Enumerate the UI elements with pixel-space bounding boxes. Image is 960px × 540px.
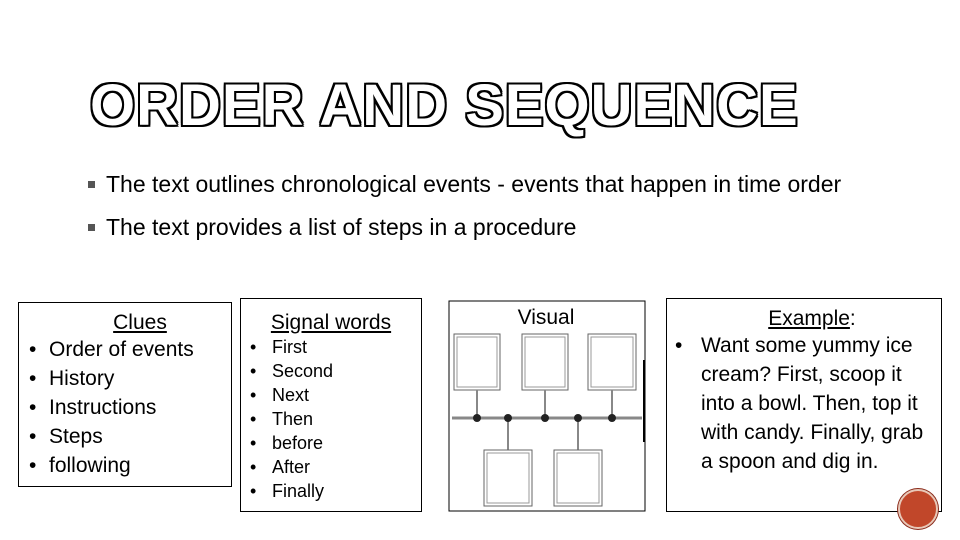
slide-badge-icon xyxy=(898,489,938,529)
visual-box: Visual xyxy=(448,300,648,520)
signal-word-text: before xyxy=(272,433,324,453)
top-box-group xyxy=(453,333,637,391)
bullet-dot-icon: • xyxy=(675,334,683,357)
bullet-dot-icon: • xyxy=(250,361,257,381)
square-bullet-icon xyxy=(88,224,95,231)
signal-word-text: Then xyxy=(272,409,314,429)
list-item: • before xyxy=(241,431,421,455)
signal-word-text: After xyxy=(272,457,311,477)
bullet-text: The text outlines chronological events -… xyxy=(106,171,842,197)
example-box: Example: • Want some yummy ice cream? Fi… xyxy=(666,298,942,512)
bottom-box-group xyxy=(483,449,603,507)
list-item: • History xyxy=(19,364,231,393)
signal-word-text: Finally xyxy=(272,481,325,501)
visual-frame xyxy=(448,300,646,512)
visual-heading: Visual xyxy=(517,306,575,329)
bullet-dot-icon: • xyxy=(250,433,257,453)
list-item: • After xyxy=(241,455,421,479)
clues-list: •Order of events •History •Instructions … xyxy=(19,335,231,480)
list-item: • Finally xyxy=(241,479,421,503)
example-heading: Example: xyxy=(667,307,941,331)
list-item: • Instructions xyxy=(19,393,231,422)
list-item: • Order of events xyxy=(19,335,231,364)
bullet-dot-icon: • xyxy=(250,337,257,357)
clue-text: History xyxy=(49,367,115,390)
bullet-item: The text outlines chronological events -… xyxy=(88,170,868,199)
list-item: • Then xyxy=(241,407,421,431)
bullet-dot-icon: • xyxy=(250,385,257,405)
timeline-dot xyxy=(541,414,549,422)
timeline-box xyxy=(521,333,569,391)
bullet-dot-icon: • xyxy=(250,481,257,501)
timeline-box xyxy=(587,333,637,391)
clues-heading: Clues xyxy=(113,311,167,334)
timeline-box-inner xyxy=(486,452,530,504)
timeline-box xyxy=(553,449,603,507)
bullet-dot-icon: • xyxy=(250,409,257,429)
bullet-dot-icon: • xyxy=(29,367,37,390)
timeline-box xyxy=(453,333,501,391)
list-item: • Steps xyxy=(19,422,231,451)
timeline-axis xyxy=(452,390,642,450)
list-item: • Second xyxy=(241,359,421,383)
bullet-dot-icon: • xyxy=(29,338,37,361)
timeline-box-inner xyxy=(590,336,634,388)
list-item: • following xyxy=(19,451,231,480)
example-text: Want some yummy ice cream? First, scoop … xyxy=(701,334,924,473)
slide-title: ORDER AND SEQUENCE xyxy=(90,73,799,138)
timeline-dot xyxy=(574,414,582,422)
bullet-text: The text provides a list of steps in a p… xyxy=(106,214,577,240)
bullet-list: The text outlines chronological events -… xyxy=(88,170,868,256)
signal-word-text: Next xyxy=(272,385,310,405)
timeline-box-inner xyxy=(524,336,566,388)
signal-words-list: • First • Second • Next • Then • before • Afte… xyxy=(241,335,421,503)
signal-word-text: Second xyxy=(272,361,334,381)
example-item: • Want some yummy ice cream? First, scoo… xyxy=(667,331,941,476)
clue-text: following xyxy=(49,454,131,477)
timeline-diagram xyxy=(448,300,646,512)
signal-words-heading: Signal words xyxy=(270,311,392,334)
clue-text: Instructions xyxy=(49,396,157,419)
timeline-box-inner xyxy=(556,452,600,504)
list-item: • First xyxy=(241,335,421,359)
timeline-dot xyxy=(608,414,616,422)
bullet-dot-icon: • xyxy=(29,454,37,477)
square-bullet-icon xyxy=(88,181,95,188)
timeline-dot xyxy=(504,414,512,422)
example-heading-text: Example xyxy=(768,307,850,330)
timeline-box-inner xyxy=(456,336,498,388)
clue-text: Order of events xyxy=(49,338,194,361)
list-item: • Next xyxy=(241,383,421,407)
clue-text: Steps xyxy=(49,425,103,448)
bullet-dot-icon: • xyxy=(29,396,37,419)
example-heading-colon: : xyxy=(849,307,856,330)
timeline-dot xyxy=(473,414,481,422)
clues-box: Clues • Order of events • History • Instruc… xyxy=(18,302,232,487)
bullet-dot-icon: • xyxy=(29,425,37,448)
signal-word-text: First xyxy=(272,337,307,357)
bullet-dot-icon: • xyxy=(250,457,257,477)
bullet-item: The text provides a list of steps in a p… xyxy=(88,213,868,242)
timeline-box xyxy=(483,449,533,507)
signal-words-box: Signal words • First • Second • Next • Then … xyxy=(240,298,422,512)
